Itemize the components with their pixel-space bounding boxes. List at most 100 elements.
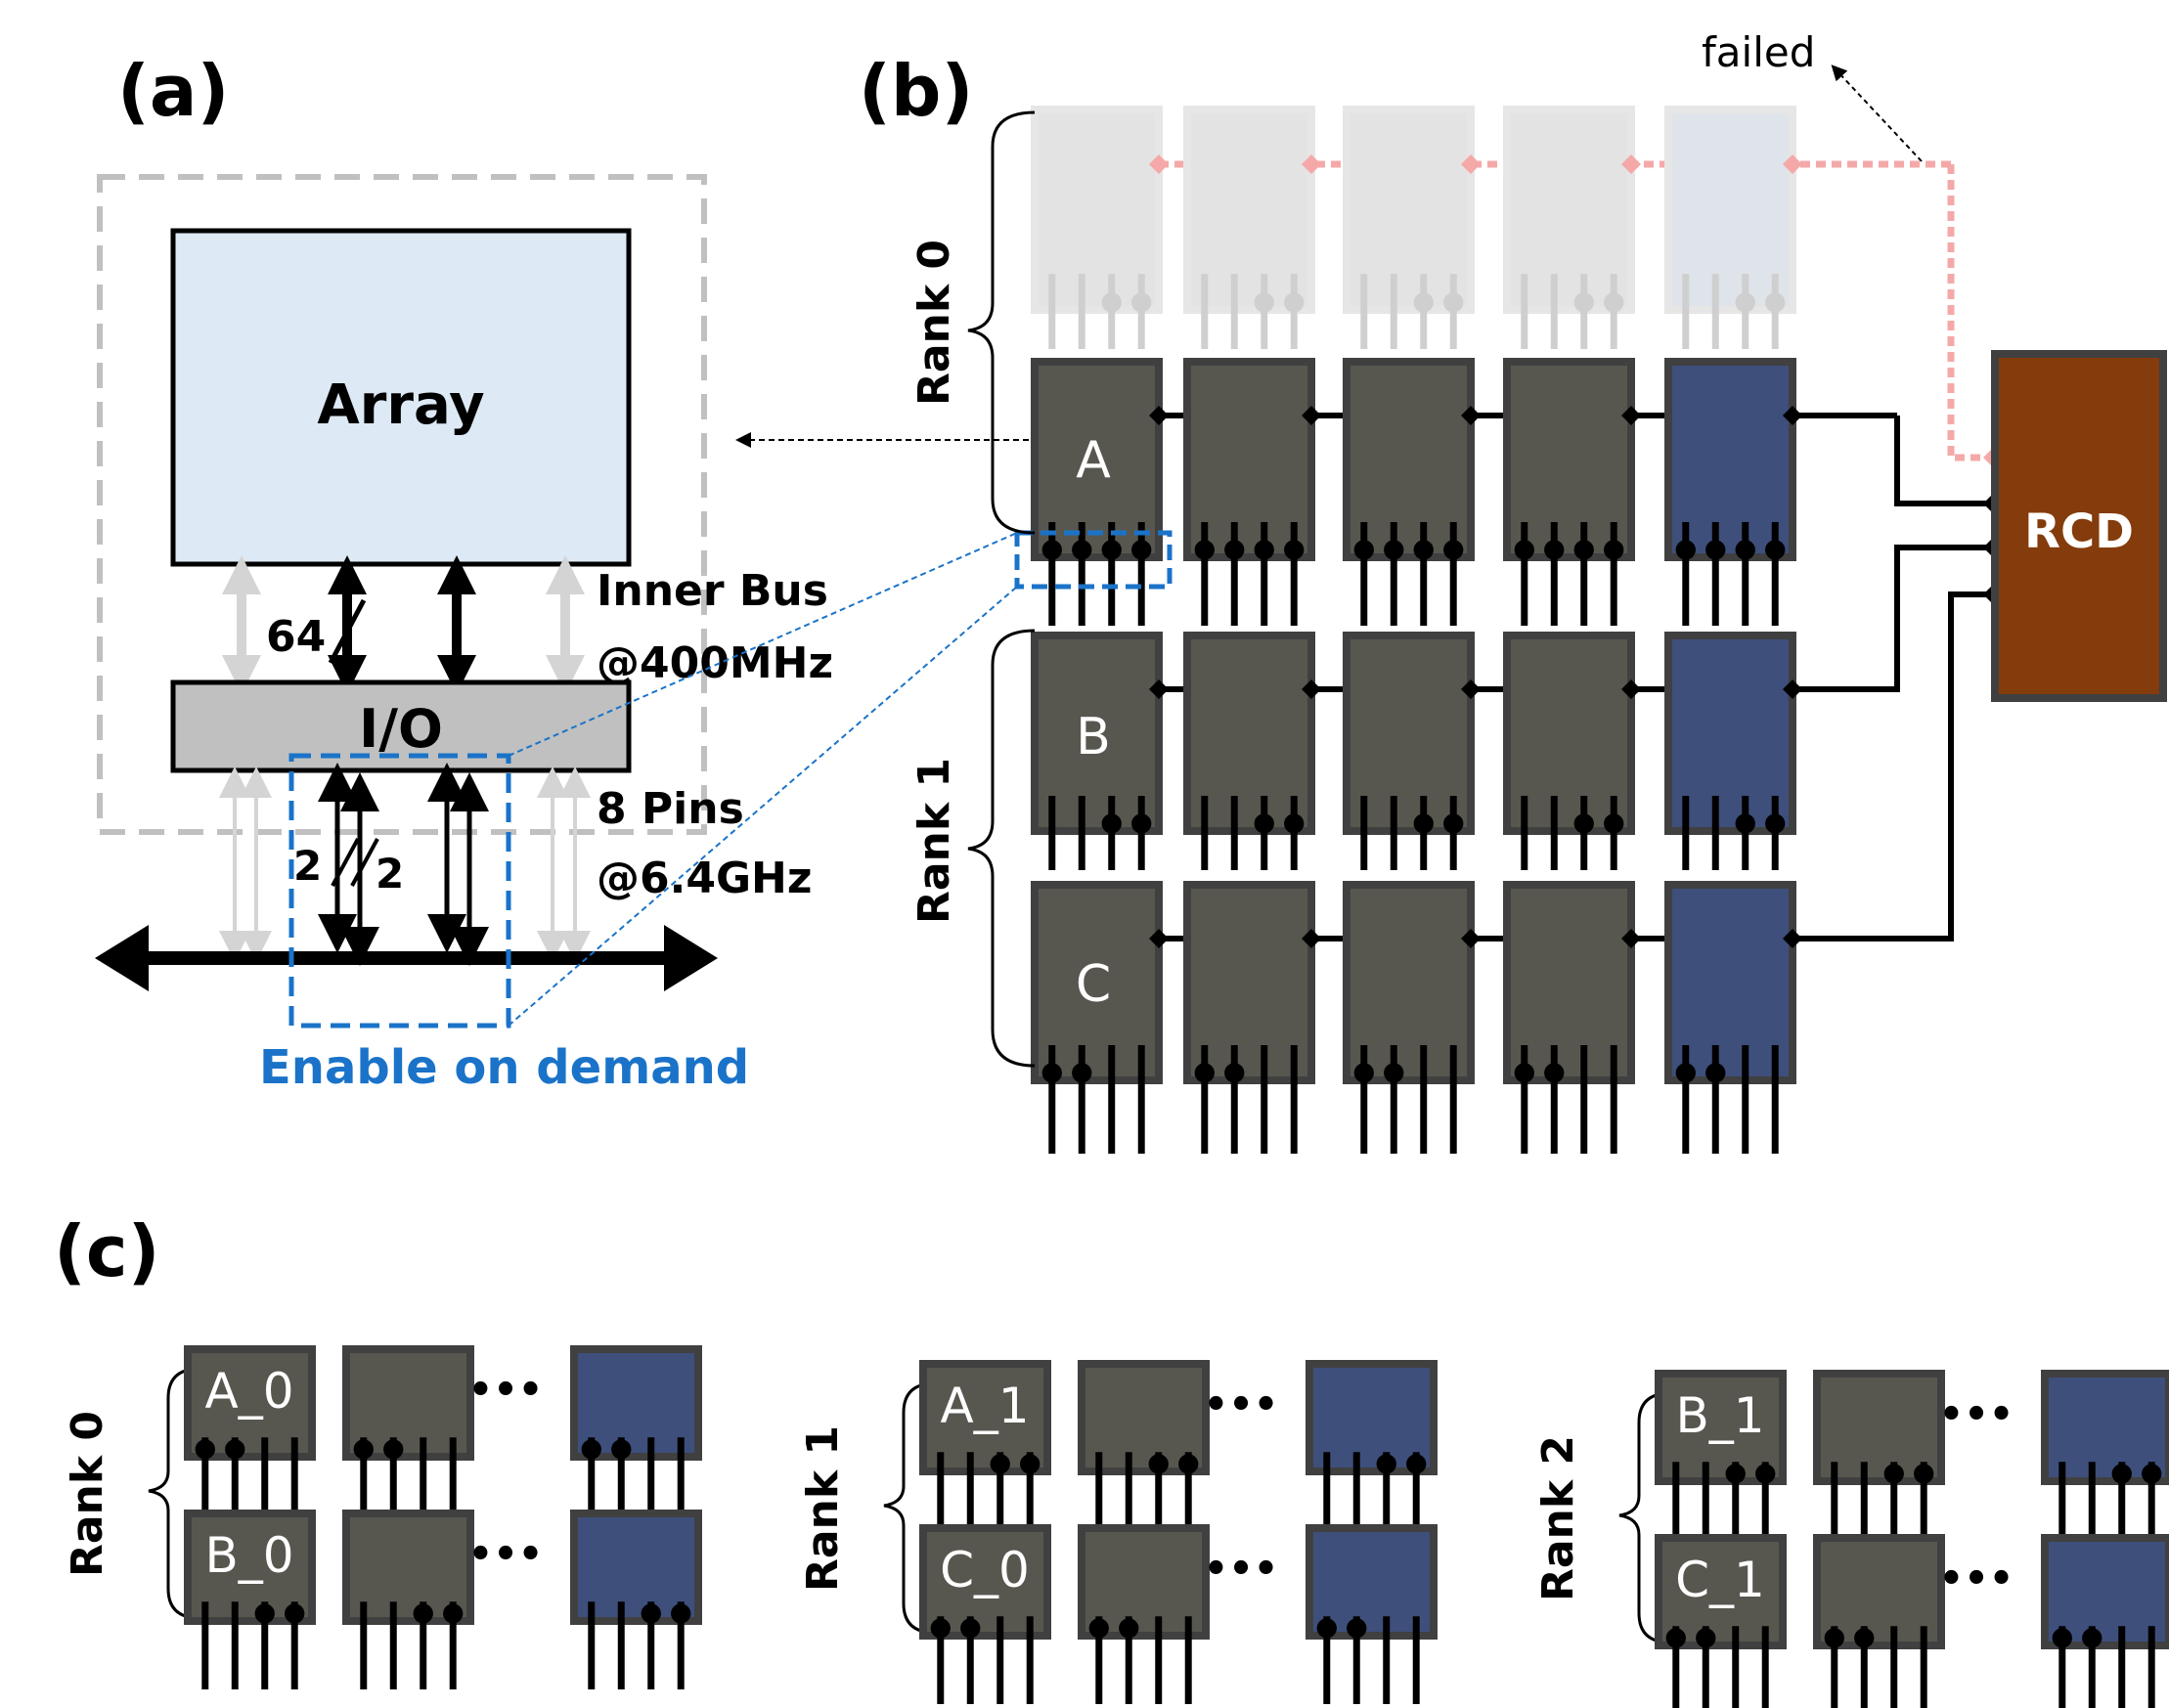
pin-dot [413,1603,433,1624]
array-block [170,228,632,567]
bus-tap [1149,679,1169,699]
dram-chip [570,1510,702,1689]
rank-brace [148,1367,200,1620]
bus-tap [1621,929,1641,948]
top-chip-label: B_1 [1675,1387,1764,1444]
rcd-route-rank2 [1790,591,1995,942]
pin-dot [1573,813,1594,834]
pin-dot [1119,1618,1139,1639]
pin-dot [1194,1063,1215,1083]
dram-chip [1655,1534,1787,1708]
pin-dot [2052,1628,2072,1648]
rank-label: Rank 2 [1533,1435,1583,1601]
pin-dot [1284,813,1305,834]
dimm-chip-grid [1031,106,2007,1154]
pin-dot [1131,813,1152,834]
dram-chip [1343,358,1475,626]
dram-chip [184,1345,316,1525]
pin-dot [1194,540,1215,560]
pin-dot [1514,540,1534,560]
pin-dot [225,1439,245,1460]
pin-dot [1443,292,1464,313]
bus-tap [1149,154,1169,174]
pin-dot [1765,813,1786,834]
dram-chip [184,1510,316,1689]
bottom-chip-label: B_0 [204,1527,293,1584]
io-block [170,679,632,773]
pin-dot [1406,1454,1427,1474]
dram-chip [1078,1524,1210,1704]
rank1-label: Rank 1 [909,758,959,924]
rank1-brace [967,629,1036,1068]
inner-bus-label: Inner Bus [597,566,828,616]
dram-chip [1503,632,1635,870]
dram-chip [1183,106,1315,349]
dram-chip [1031,106,1163,349]
pin-dot [1224,540,1245,560]
pin-dot [1101,292,1122,313]
pin-dot [1544,1063,1565,1083]
bus-tap [1461,929,1481,948]
pin-dot [1254,540,1274,560]
dram-chip [919,1524,1051,1704]
rcd-route-rank0 [1894,416,1995,506]
pin-dot [1224,1063,1245,1083]
pin-dot [671,1603,691,1624]
dram-chip [1664,358,1796,626]
array-label: Array [317,373,484,437]
pin-dot [960,1618,981,1639]
pin-dot [1735,540,1755,560]
failed-pointer [1831,65,1923,162]
ellipsis: ••• [468,1368,544,1413]
pin-dot [285,1603,305,1624]
rcd-label: RCD [2024,504,2134,559]
pin-dot [1413,813,1434,834]
pin-dot [1604,540,1624,560]
bus-tap [1302,406,1321,425]
dram-chip [1183,358,1315,626]
pin-dot [1824,1628,1844,1648]
dram-chip [1306,1360,1438,1540]
pin-dot [1384,1063,1404,1083]
dram-chip [1343,632,1475,870]
pin-count-right: 2 [376,850,404,898]
pin-dot [1705,540,1726,560]
pin-dot [1020,1454,1040,1474]
bus-tap [1461,154,1481,174]
ellipsis: ••• [1939,1556,2014,1601]
rank-group: Rank 1•••A_1•••C_0 [798,1360,1438,1704]
ellipsis: ••• [1939,1392,2014,1437]
dram-chip [1343,881,1475,1154]
pin-dot [383,1439,404,1460]
pin-dot [1854,1628,1875,1648]
pins-label: 8 Pins [597,784,744,834]
pin-dot [1725,1464,1746,1484]
failed-label: failed [1702,28,1815,76]
pin-dot [1101,540,1122,560]
rcd-block [1991,350,2167,702]
pins-freq: @6.4GHz [597,854,813,903]
chip-c-label: C [1076,955,1111,1014]
rank-group: Rank 2•••B_1•••C_1 [1533,1370,2169,1708]
pin-dot [1573,292,1594,313]
rank0-brace [967,110,1036,535]
dram-chip [570,1345,702,1525]
ellipsis: ••• [468,1532,544,1577]
pin-dot [1514,1063,1534,1083]
pin-dot [1254,813,1274,834]
pin-dot [581,1439,601,1460]
gray-pin-arrows-right [537,766,591,962]
top-chip-label: A_0 [204,1363,293,1420]
external-bus-arrow [95,925,718,991]
bus-tap [1783,154,1802,174]
bus-tap [1149,406,1169,425]
dram-chip [1813,1534,1945,1708]
dram-chip [1031,632,1163,870]
dram-chip [2041,1370,2169,1550]
enable-on-demand-label: Enable on demand [259,1040,749,1095]
pin-dot [1413,540,1434,560]
dram-chip [1664,106,1796,349]
dram-chip [1503,881,1635,1154]
panel-c-label: (c) [54,1210,160,1292]
